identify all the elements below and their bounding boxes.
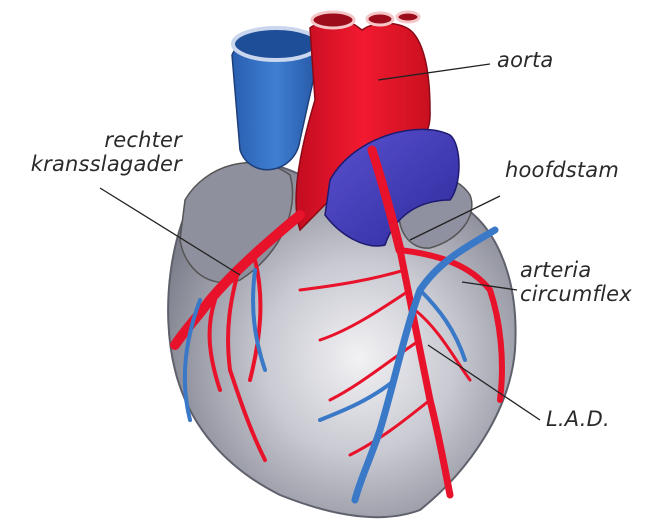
label-circumflex: arteria circumflex bbox=[520, 258, 632, 306]
label-right-coronary-artery: rechter kransslagader bbox=[14, 128, 182, 176]
label-rca-line2: kransslagader bbox=[14, 152, 182, 176]
label-aorta: aorta bbox=[497, 48, 553, 72]
aorta-branch-1 bbox=[312, 12, 354, 28]
aorta-branch-3 bbox=[397, 12, 419, 22]
aorta-branch-2 bbox=[367, 13, 393, 25]
label-lad: L.A.D. bbox=[546, 407, 610, 431]
label-circ-line1: arteria bbox=[520, 258, 632, 282]
label-main-stem: hoofdstam bbox=[505, 158, 619, 182]
label-rca-line1: rechter bbox=[14, 128, 182, 152]
label-circ-line2: circumflex bbox=[520, 282, 632, 306]
vena-cava-opening bbox=[233, 28, 319, 60]
